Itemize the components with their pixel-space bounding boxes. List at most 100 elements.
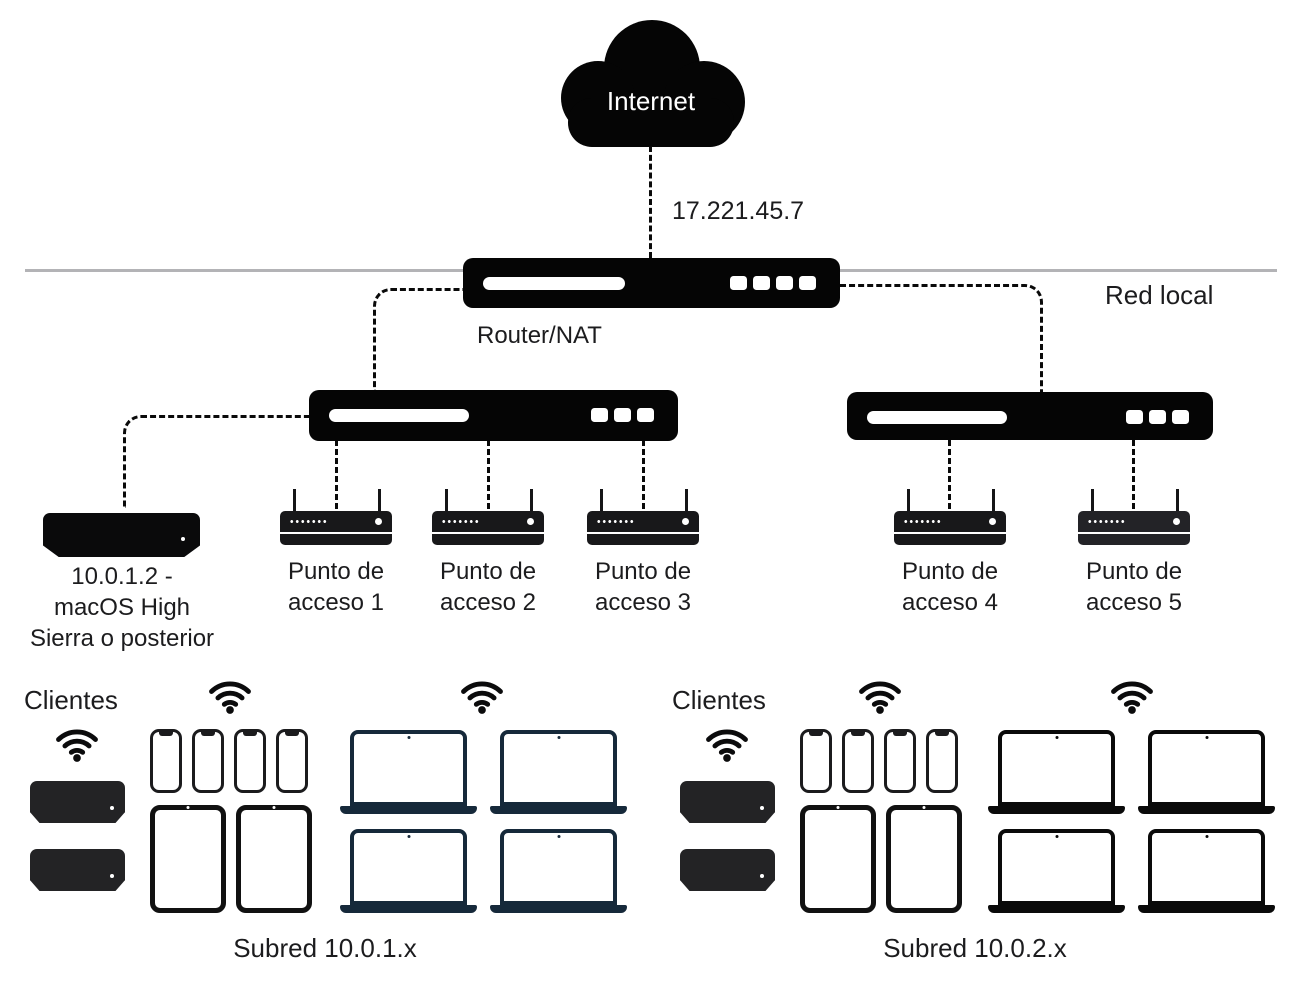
macbook-client	[490, 829, 627, 913]
server-label: 10.0.1.2 - macOS High Sierra o posterior	[29, 563, 215, 652]
iphone-client	[234, 729, 266, 793]
wan-ip-label: 17.221.45.7	[672, 197, 805, 225]
switch-vent-slot	[329, 409, 469, 422]
macbook-client	[340, 730, 477, 814]
access-point-body	[587, 511, 699, 545]
wifi-icon	[859, 681, 901, 714]
link-line-ap5	[1132, 440, 1135, 509]
subnet-label-2: Subred 10.0.2.x	[883, 933, 1067, 963]
link-line-ap2	[487, 440, 490, 509]
access-point-device-2	[432, 489, 544, 545]
access-point-device-3	[587, 489, 699, 545]
router-to-left-switch-line	[373, 288, 466, 393]
access-point-led	[682, 518, 689, 525]
antenna	[992, 489, 995, 515]
antenna	[600, 489, 603, 515]
mac-mini-client	[30, 849, 125, 891]
internet-label: Internet	[606, 86, 696, 116]
router-device	[463, 258, 840, 308]
ipad-client	[886, 805, 962, 913]
laptop-base	[340, 905, 477, 913]
laptop-screen	[1148, 829, 1265, 905]
mac-mini-client	[680, 849, 775, 891]
laptop-screen	[1148, 730, 1265, 806]
access-point-led	[989, 518, 996, 525]
switch-vent-slot	[867, 411, 1007, 424]
laptop-screen	[998, 730, 1115, 806]
antenna	[445, 489, 448, 515]
antenna	[685, 489, 688, 515]
switch-status-lights	[1126, 410, 1189, 424]
access-point-led	[527, 518, 534, 525]
access-point-label-2: Punto de acceso 2	[439, 558, 537, 616]
switch-status-lights	[591, 408, 654, 422]
access-point-device-4	[894, 489, 1006, 545]
laptop-base	[340, 806, 477, 814]
access-point-label-1: Punto de acceso 1	[287, 558, 385, 616]
laptop-screen	[500, 730, 617, 806]
access-point-device-1	[280, 489, 392, 545]
access-point-device-5	[1078, 489, 1190, 545]
macbook-client	[490, 730, 627, 814]
router-label: Router/NAT	[477, 322, 602, 349]
access-point-vents	[441, 519, 479, 524]
antenna	[378, 489, 381, 515]
router-status-lights	[730, 276, 816, 290]
switch-device-left	[309, 390, 678, 441]
ipad-client	[150, 805, 226, 913]
access-point-body	[1078, 511, 1190, 545]
access-point-body	[432, 511, 544, 545]
access-point-vents	[596, 519, 634, 524]
link-line-ap1	[335, 440, 338, 509]
macbook-client	[988, 829, 1125, 913]
laptop-screen	[500, 829, 617, 905]
antenna	[293, 489, 296, 515]
access-point-vents	[289, 519, 327, 524]
laptop-base	[988, 905, 1125, 913]
switch-to-server-line	[123, 415, 312, 508]
laptop-base	[490, 806, 627, 814]
antenna	[907, 489, 910, 515]
wifi-icon	[209, 681, 251, 714]
subnet-label-1: Subred 10.0.1.x	[233, 933, 417, 963]
laptop-base	[1138, 905, 1275, 913]
access-point-divider	[587, 532, 699, 534]
laptop-screen	[350, 829, 467, 905]
laptop-screen	[350, 730, 467, 806]
laptop-base	[490, 905, 627, 913]
access-point-label-4: Punto de acceso 4	[901, 558, 999, 616]
link-line-ap3	[642, 440, 645, 509]
access-point-divider	[432, 532, 544, 534]
antenna	[530, 489, 533, 515]
access-point-led	[1173, 518, 1180, 525]
laptop-base	[988, 806, 1125, 814]
macbook-client	[988, 730, 1125, 814]
ipad-client	[236, 805, 312, 913]
iphone-client	[800, 729, 832, 793]
macbook-client	[1138, 829, 1275, 913]
router-to-right-switch-line	[840, 284, 1043, 395]
mac-mini-client	[680, 781, 775, 823]
access-point-led	[375, 518, 382, 525]
router-vent-slot	[483, 277, 625, 290]
macbook-client	[1138, 730, 1275, 814]
access-point-label-3: Punto de acceso 3	[594, 558, 692, 616]
iphone-client	[842, 729, 874, 793]
wifi-icon	[706, 729, 748, 762]
mac-mini-client	[30, 781, 125, 823]
access-point-label-5: Punto de acceso 5	[1085, 558, 1183, 616]
clients-label-1: Clientes	[24, 685, 118, 715]
macbook-client	[340, 829, 477, 913]
local-network-label: Red local	[1105, 280, 1214, 310]
access-point-vents	[1087, 519, 1125, 524]
access-point-vents	[903, 519, 941, 524]
laptop-screen	[998, 829, 1115, 905]
iphone-client	[884, 729, 916, 793]
iphone-client	[150, 729, 182, 793]
clients-label-2: Clientes	[672, 685, 766, 715]
ipad-client	[800, 805, 876, 913]
iphone-client	[192, 729, 224, 793]
antenna	[1176, 489, 1179, 515]
iphone-client	[926, 729, 958, 793]
wan-link-line	[649, 146, 652, 258]
